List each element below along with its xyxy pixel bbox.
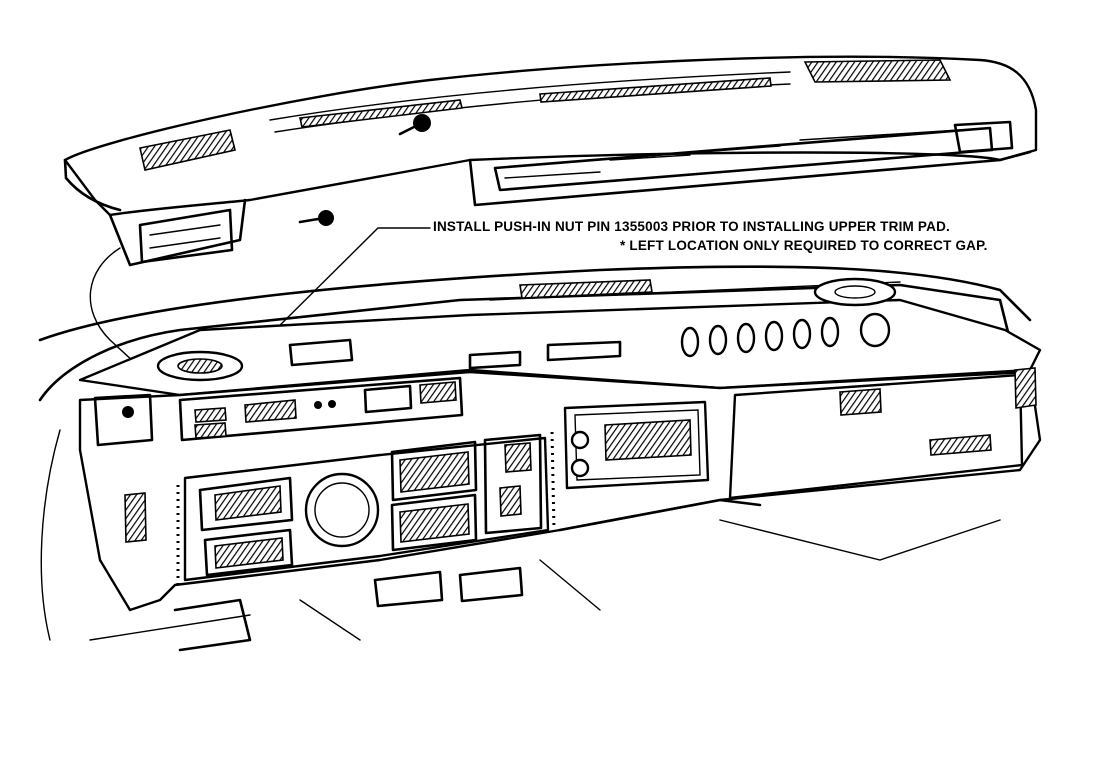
- instrument-panel: [38, 265, 1042, 652]
- duct-openings: [680, 312, 891, 358]
- callout-install-nut-pin: INSTALL PUSH-IN NUT PIN 1355003 PRIOR TO…: [433, 219, 950, 234]
- leader-lines: [89, 227, 431, 421]
- upper-trim-pad: [63, 55, 1038, 267]
- callout-left-location-note: * LEFT LOCATION ONLY REQUIRED TO CORRECT…: [620, 238, 988, 253]
